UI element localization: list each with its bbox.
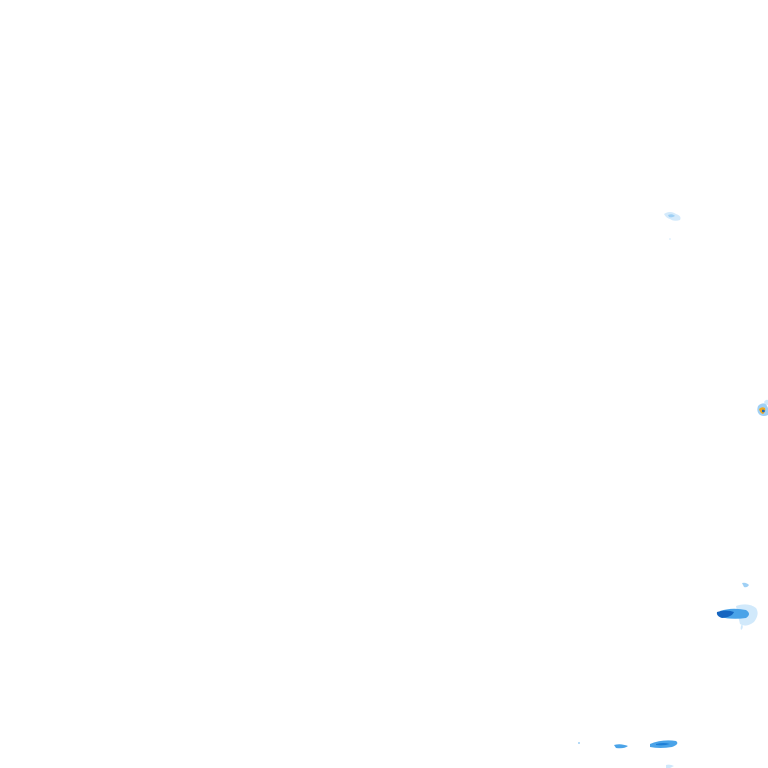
precip-echo-east-band — [716, 604, 758, 630]
precip-echo-north — [664, 212, 681, 240]
precip-echo-south-band — [650, 740, 678, 748]
precip-echo-speck — [742, 582, 749, 588]
precip-echo-south-small — [614, 744, 628, 749]
precip-echo-south-speck — [578, 742, 674, 768]
precip-echo-east-cell — [757, 399, 768, 416]
